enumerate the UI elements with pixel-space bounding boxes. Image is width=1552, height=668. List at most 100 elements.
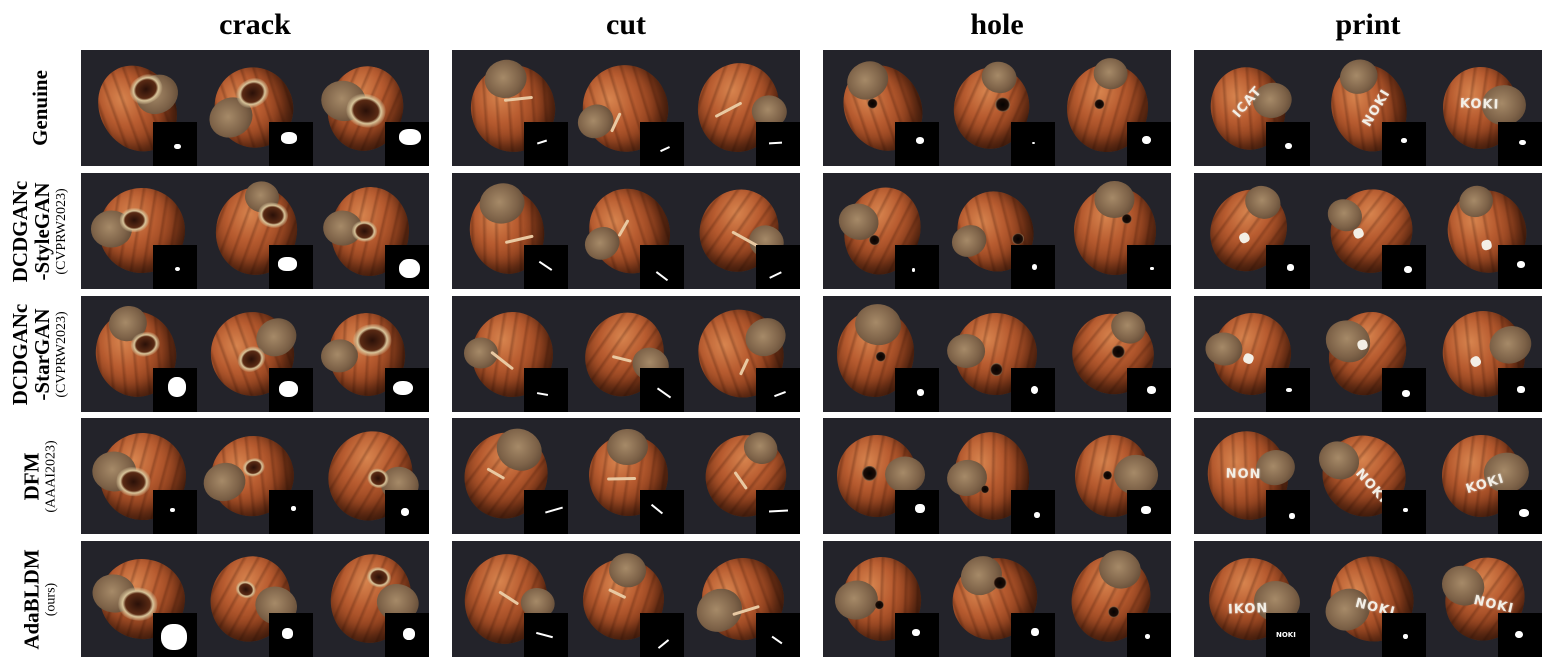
hazelnut-cap	[978, 58, 1020, 97]
print-defect: IKON	[1227, 601, 1269, 618]
print-defect	[1237, 231, 1251, 246]
sample-image: NOKI	[1310, 50, 1426, 166]
defect-mask	[1011, 368, 1055, 412]
row-label-main: -StarGAN	[30, 307, 55, 401]
defect-mask	[524, 490, 568, 534]
print-defect	[1352, 226, 1366, 240]
row-label-sublabel: (AAAI2023)	[43, 439, 59, 513]
defect-mask	[756, 122, 800, 166]
sample-image	[939, 173, 1055, 289]
mask-region	[174, 143, 181, 150]
defect-mask	[1498, 490, 1542, 534]
hazelnut-cap	[853, 302, 904, 348]
defect-mask	[1266, 490, 1310, 534]
defect-mask	[269, 613, 313, 657]
panel-dcdganc-stargan-cut	[452, 296, 800, 412]
mask-region	[911, 268, 915, 272]
sample-image	[313, 541, 429, 657]
defect-mask	[1127, 122, 1171, 166]
hole-defect	[1102, 470, 1113, 481]
mask-region	[771, 635, 783, 644]
defect-mask	[1382, 245, 1426, 289]
mask-region	[1147, 385, 1157, 394]
mask-region	[768, 509, 788, 513]
hole-defect	[874, 599, 885, 611]
mask-region	[402, 627, 415, 640]
hole-defect	[1121, 213, 1132, 225]
panel-dcdganc-stargan-hole	[823, 296, 1171, 412]
hole-defect	[990, 363, 1004, 376]
mask-region	[1031, 142, 1035, 145]
mask-region	[290, 506, 296, 511]
hazelnut-cap	[1104, 305, 1151, 350]
mask-region	[174, 266, 180, 272]
column-title-crack: crack	[219, 8, 291, 41]
sample-image	[568, 173, 684, 289]
panel-genuine-hole	[823, 50, 1171, 166]
sample-image	[684, 418, 800, 534]
sample-image	[939, 50, 1055, 166]
hazelnut-cap	[946, 219, 992, 263]
cut-defect	[498, 590, 520, 606]
defect-mask	[1382, 368, 1426, 412]
sample-image	[81, 173, 197, 289]
row-label-sublabel: (CVPRW2023)	[54, 310, 70, 398]
hazelnut-cap	[1093, 180, 1135, 218]
defect-mask	[1266, 368, 1310, 412]
row-label-main: DFM	[19, 452, 44, 500]
sample-image	[568, 296, 684, 412]
defect-mask	[895, 613, 939, 657]
mask-region	[278, 257, 297, 271]
defect-mask	[1127, 490, 1171, 534]
mask-region	[1142, 135, 1152, 145]
sample-image	[452, 541, 568, 657]
mask-region	[659, 145, 671, 152]
defect-mask	[1382, 613, 1426, 657]
mask-region	[1515, 630, 1524, 639]
defect-mask	[756, 613, 800, 657]
row-label-dcdganc-stargan: DCDGANc-StarGAN(CVPRW2023)	[0, 296, 80, 412]
hazelnut-cap	[737, 310, 793, 365]
print-defect: KOKI	[1460, 95, 1501, 113]
defect-mask	[153, 490, 197, 534]
cut-defect	[738, 358, 750, 376]
sample-image	[568, 541, 684, 657]
row-label-sublabel: (CVPRW2023)	[54, 187, 70, 275]
hazelnut-cap	[606, 428, 648, 467]
defect-mask	[895, 245, 939, 289]
crack-defect	[351, 219, 378, 243]
print-defect	[1469, 354, 1484, 369]
row-label-text: Genuine	[28, 70, 52, 146]
mask-region: NOKI	[1276, 631, 1296, 639]
panel-dcdganc-stylegan-print	[1194, 173, 1542, 289]
panel-dcdganc-stylegan-cut	[452, 173, 800, 289]
defect-mask	[1011, 122, 1055, 166]
sample-image	[684, 541, 800, 657]
sample-image	[1055, 296, 1171, 412]
defect-mask	[524, 122, 568, 166]
cut-defect	[607, 587, 626, 599]
sample-image: NOKI	[1310, 541, 1426, 657]
defect-mask	[269, 490, 313, 534]
mask-region	[1289, 513, 1295, 520]
mask-region	[1285, 142, 1293, 150]
mask-region	[536, 632, 553, 639]
sample-image	[1194, 296, 1310, 412]
hole-defect	[866, 96, 880, 111]
defect-mask	[1498, 122, 1542, 166]
row-label-dcdganc-stylegan: DCDGANc-StyleGAN(CVPRW2023)	[0, 173, 80, 289]
row-label-genuine: Genuine	[0, 50, 80, 166]
panel-adabldm-hole	[823, 541, 1171, 657]
sample-image	[452, 50, 568, 166]
defect-mask	[756, 368, 800, 412]
sample-image	[939, 541, 1055, 657]
panel-genuine-cut	[452, 50, 800, 166]
mask-region	[280, 132, 297, 144]
cut-defect	[733, 471, 748, 491]
sample-image	[1055, 541, 1171, 657]
sample-image	[568, 418, 684, 534]
mask-region	[398, 129, 421, 145]
sample-image: KOKI	[1426, 418, 1542, 534]
sample-image	[823, 296, 939, 412]
sample-image	[823, 173, 939, 289]
